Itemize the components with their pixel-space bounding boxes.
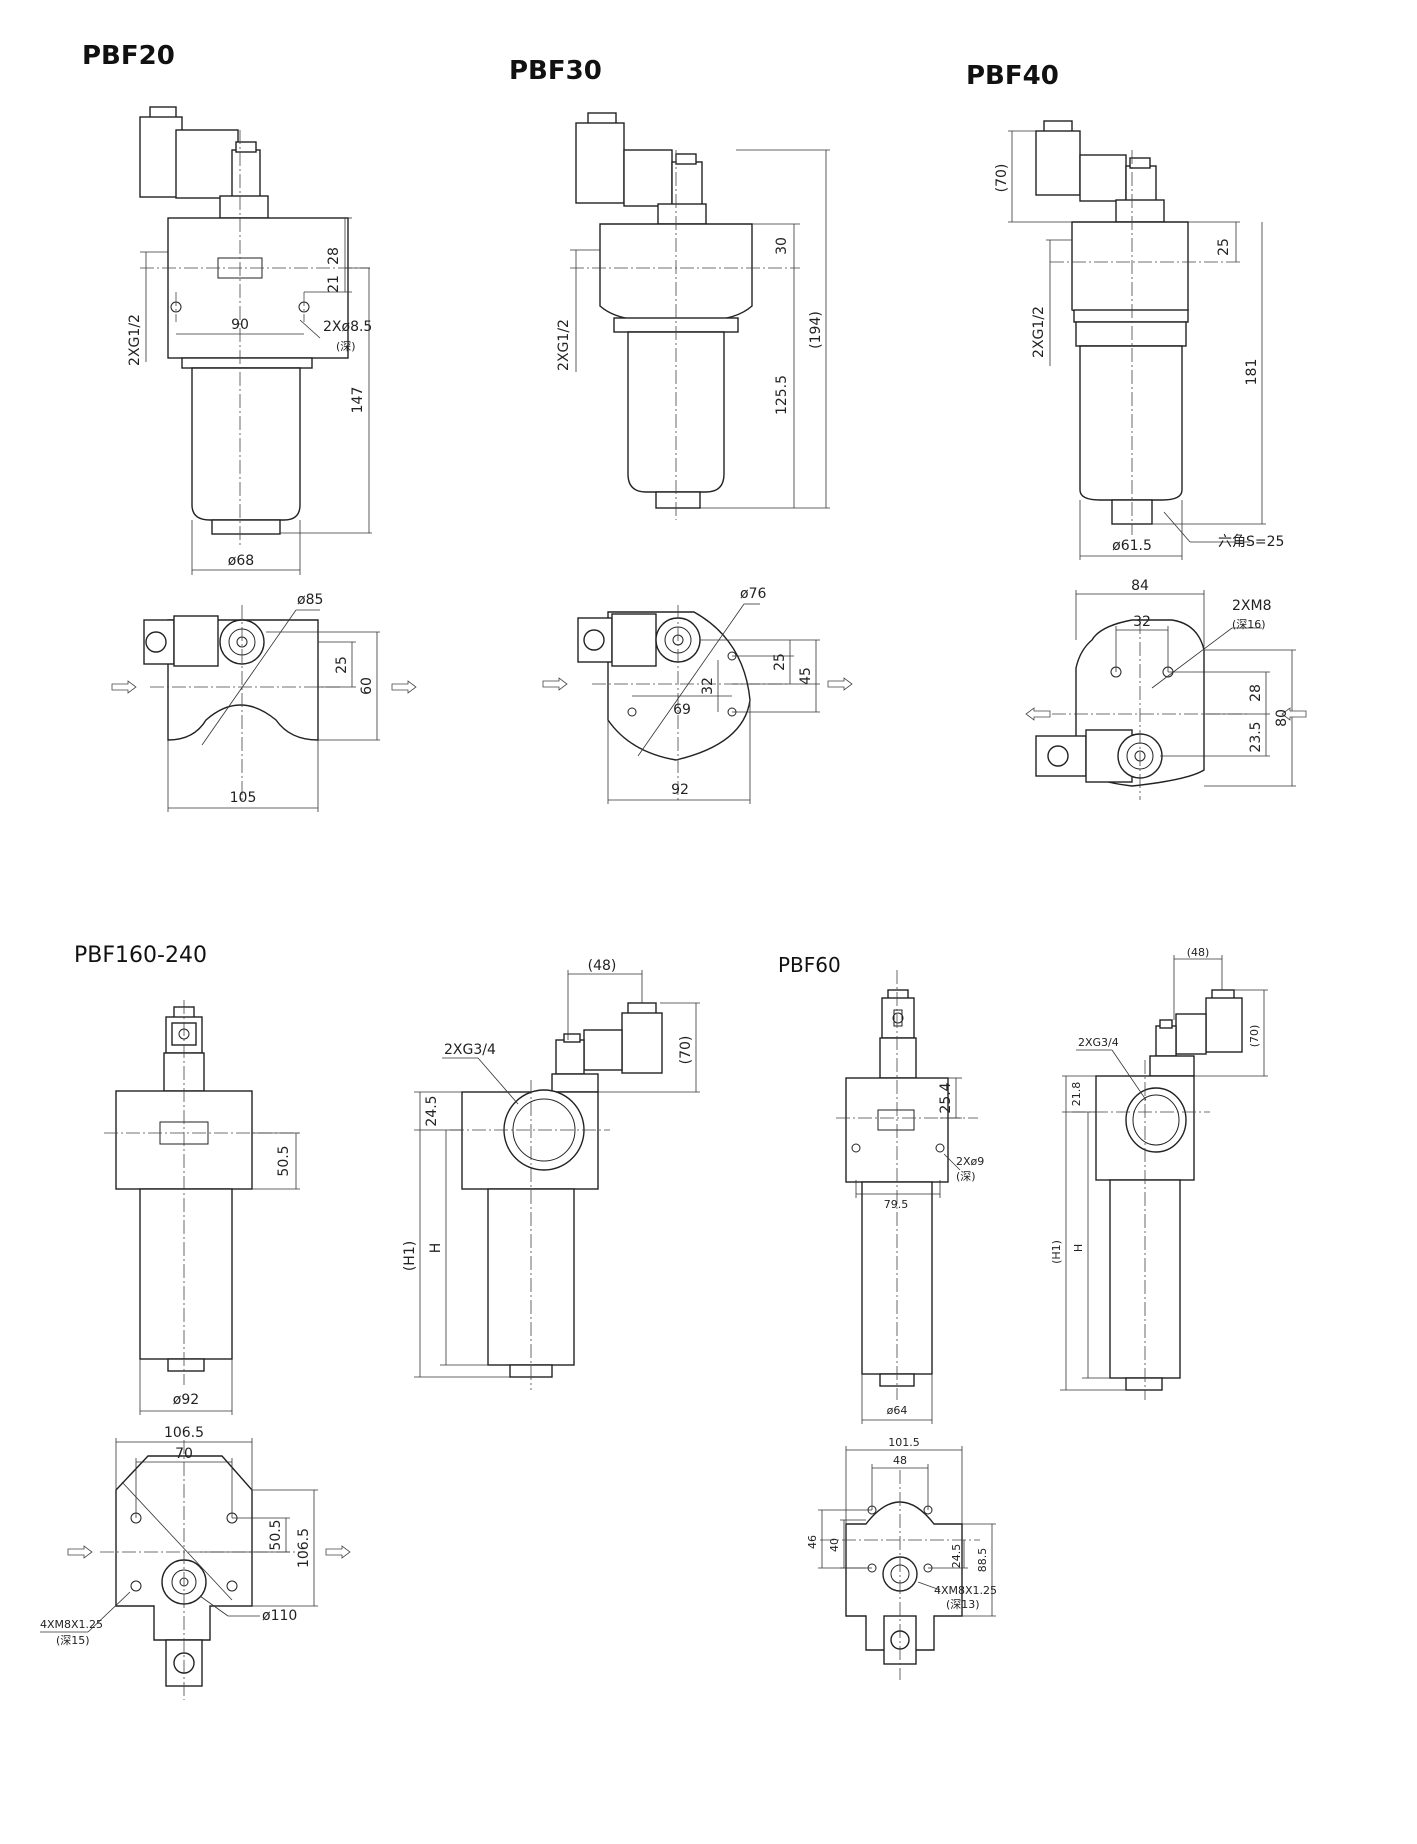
pbf20-top-dim-60: 60 (359, 677, 375, 695)
pbf60-dim-79: 79.5 (884, 1198, 909, 1211)
pbf30-dim-125: 125.5 (774, 375, 790, 415)
pbf60-side-dim-h1: (H1) (1050, 1240, 1063, 1264)
pbf60-side-dim-48: (48) (1187, 946, 1210, 959)
pbf60-top-dim-46: 46 (806, 1535, 819, 1549)
title-pbf30: PBF30 (509, 56, 602, 86)
pbf40-dim-hex: 六角S=25 (1218, 534, 1284, 550)
pbf20-top-view: ø85 25 60 105 (111, 592, 417, 812)
title-pbf160: PBF160-240 (74, 943, 207, 968)
pbf60-dim-d64: ø64 (887, 1404, 908, 1417)
pbf20-dim-28: 28 (326, 247, 342, 265)
pbf30-top-dim-d76: ø76 (740, 586, 766, 602)
pbf40-dim-d61: ø61.5 (1112, 538, 1152, 554)
pbf60-dim-holes-note: (深) (956, 1170, 976, 1183)
pbf20-dim-holes: 2Xø8.5 (323, 319, 372, 335)
pbf20-dim-147: 147 (350, 387, 366, 414)
pbf40-top-dim-28: 28 (1248, 684, 1264, 702)
pbf160-top-dim-holes: 4XM8X1.25 (40, 1618, 103, 1631)
pbf160-side-dim-70: (70) (678, 1036, 694, 1065)
pbf40-top-dim-84: 84 (1131, 578, 1149, 594)
pbf30-top-dim-32: 32 (700, 677, 716, 695)
pbf20-dim-holes-note: (深) (336, 340, 356, 353)
pbf40-dim-70: (70) (994, 164, 1010, 193)
pbf160-side-dim-port: 2XG3/4 (444, 1042, 496, 1058)
pbf60-top-dim-88: 88.5 (976, 1548, 989, 1573)
pbf40-dim-181: 181 (1244, 359, 1260, 386)
pbf20-top-dim-105: 105 (230, 790, 257, 806)
pbf160-side-dim-24: 24.5 (424, 1095, 440, 1126)
pbf160-dim-d92: ø92 (173, 1392, 199, 1408)
pbf60-side-dim-h: H (1072, 1244, 1085, 1252)
pbf40-dim-port: 2XG1/2 (1031, 306, 1047, 358)
pbf60-top-view: 101.5 48 46 40 24.5 88.5 4XM8X1.25 (深13) (806, 1436, 997, 1680)
pbf160-top-dim-50: 50.5 (268, 1519, 284, 1550)
pbf160-side-dim-48: (48) (588, 958, 617, 974)
pbf20-front-view: 28 21 2XG1/2 90 2Xø8.5 (深) 147 ø68 (127, 106, 372, 575)
pbf20-top-dim-25: 25 (334, 656, 350, 674)
pbf30-top-dim-25: 25 (772, 653, 788, 671)
pbf60-dim-25: 25.4 (938, 1082, 954, 1113)
pbf30-top-dim-92: 92 (671, 782, 689, 798)
pbf30-top-dim-69: 69 (673, 702, 691, 718)
pbf160-top-dim-d110: ø110 (262, 1608, 297, 1624)
pbf60-side-view: (48) (70) 2XG3/4 21.8 (H1) H (1050, 946, 1268, 1400)
pbf160-side-dim-h: H (428, 1243, 444, 1254)
pbf40-top-dim-23: 23.5 (1248, 721, 1264, 752)
pbf30-dim-port: 2XG1/2 (556, 319, 572, 371)
pbf20-dim-port: 2XG1/2 (127, 314, 143, 366)
pbf60-top-dim-holes: 4XM8X1.25 (934, 1584, 997, 1597)
pbf160-side-dim-h1: (H1) (402, 1241, 418, 1271)
pbf60-top-dim-holes-note: (深13) (946, 1598, 980, 1611)
pbf30-dim-30: 30 (774, 237, 790, 255)
pbf60-top-dim-24: 24.5 (950, 1544, 963, 1569)
pbf160-top-dim-70: 70 (175, 1446, 193, 1462)
pbf60-side-dim-70: (70) (1248, 1025, 1261, 1048)
pbf60-side-dim-21: 21.8 (1070, 1082, 1083, 1107)
pbf60-top-dim-48: 48 (893, 1454, 907, 1467)
pbf40-top-dim-holes-note: (深16) (1232, 618, 1266, 631)
pbf160-top-dim-holes-note: (深15) (56, 1634, 90, 1647)
pbf160-top-view: 106.5 70 50.5 106.5 4XM8X1.25 (深15) ø110 (40, 1425, 351, 1700)
pbf160-top-dim-106: 106.5 (164, 1425, 204, 1441)
title-pbf60: PBF60 (778, 953, 841, 977)
pbf40-top-dim-32: 32 (1133, 614, 1151, 630)
pbf160-side-view: (48) (70) 2XG3/4 24.5 (H1) H (402, 958, 700, 1390)
pbf60-side-dim-port: 2XG3/4 (1078, 1036, 1119, 1049)
pbf20-dim-90: 90 (231, 317, 249, 333)
pbf30-top-view: ø76 25 45 32 69 92 (542, 586, 853, 804)
title-pbf20: PBF20 (82, 41, 175, 71)
pbf30-front-view: 30 125.5 (194) 2XG1/2 (556, 112, 830, 520)
pbf20-top-dim-d85: ø85 (297, 592, 323, 608)
pbf20-dim-21: 21 (326, 275, 342, 293)
pbf40-top-dim-80: 80 (1274, 709, 1290, 727)
pbf40-dim-25: 25 (1216, 238, 1232, 256)
pbf60-top-dim-40: 40 (828, 1538, 841, 1552)
pbf60-dim-holes: 2Xø9 (956, 1155, 984, 1168)
pbf40-front-view: (70) 25 181 2XG1/2 ø61.5 六角S=25 (994, 120, 1284, 560)
pbf30-top-dim-45: 45 (798, 667, 814, 685)
title-pbf40: PBF40 (966, 61, 1059, 91)
pbf160-top-dim-106b: 106.5 (296, 1528, 312, 1568)
pbf30-dim-194: (194) (808, 311, 824, 349)
pbf160-dim-50: 50.5 (276, 1145, 292, 1176)
pbf20-dim-d68: ø68 (228, 553, 254, 569)
pbf60-front-view: 25.4 2Xø9 (深) 79.5 ø64 (836, 970, 984, 1424)
pbf160-front-view: 50.5 ø92 (104, 1000, 300, 1415)
pbf40-top-view: 84 32 2XM8 (深16) 28 23.5 80 (1025, 578, 1307, 800)
pbf40-top-dim-holes: 2XM8 (1232, 598, 1271, 614)
pbf60-top-dim-101: 101.5 (888, 1436, 920, 1449)
